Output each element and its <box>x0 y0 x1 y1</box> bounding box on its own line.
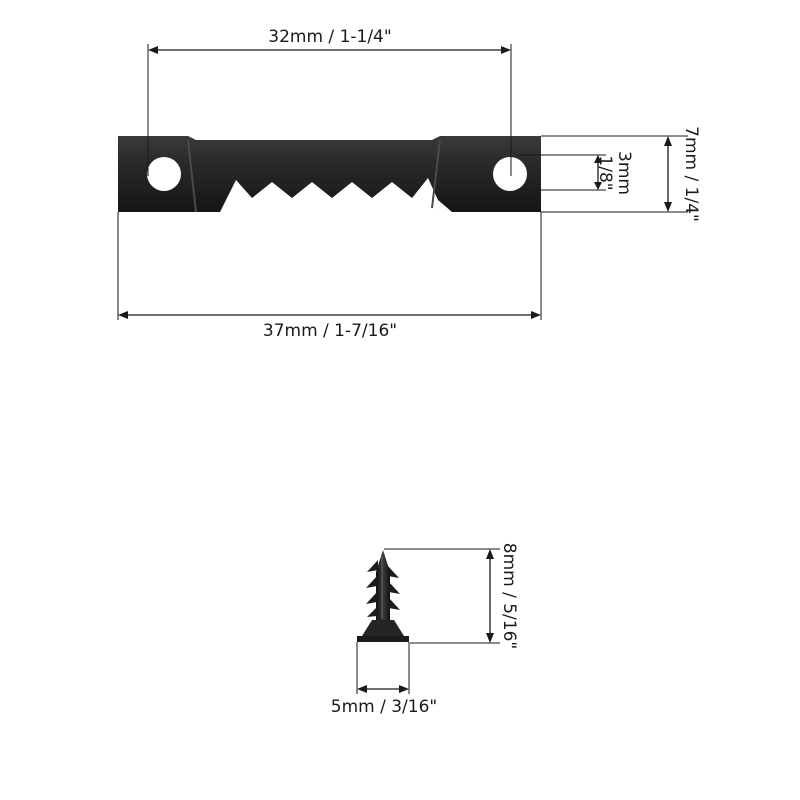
screw-head-dimension: 5mm / 3/16" <box>331 642 437 717</box>
screw-head-label: 5mm / 3/16" <box>331 697 437 717</box>
overall-width-dimension: 37mm / 1-7/16" <box>117 212 542 341</box>
hole-spacing-dimension: 32mm / 1-1/4" <box>147 27 512 176</box>
hole-spacing-label: 32mm / 1-1/4" <box>268 27 391 47</box>
hole-in-label: 1/8" <box>595 155 615 190</box>
hanger-fold-highlight <box>187 139 197 213</box>
hole-diameter-dimension: 3mm 1/8" <box>516 151 634 195</box>
screw <box>357 550 409 642</box>
screw-threads <box>366 560 400 617</box>
screw-head <box>357 636 409 642</box>
screw-head-cone <box>362 620 404 636</box>
hole-mm-label: 3mm <box>614 151 634 195</box>
hanger-fold-highlight <box>431 139 441 209</box>
hanger-height-dimension: 7mm / 1/4" <box>541 126 701 222</box>
hanger-body <box>118 136 541 212</box>
sawtooth-hanger <box>118 136 541 213</box>
overall-width-label: 37mm / 1-7/16" <box>263 321 397 341</box>
hanger-height-label: 7mm / 1/4" <box>681 126 701 222</box>
screw-shank <box>376 550 390 620</box>
screw-length-label: 8mm / 5/16" <box>499 543 519 649</box>
screw-length-dimension: 8mm / 5/16" <box>384 543 519 649</box>
